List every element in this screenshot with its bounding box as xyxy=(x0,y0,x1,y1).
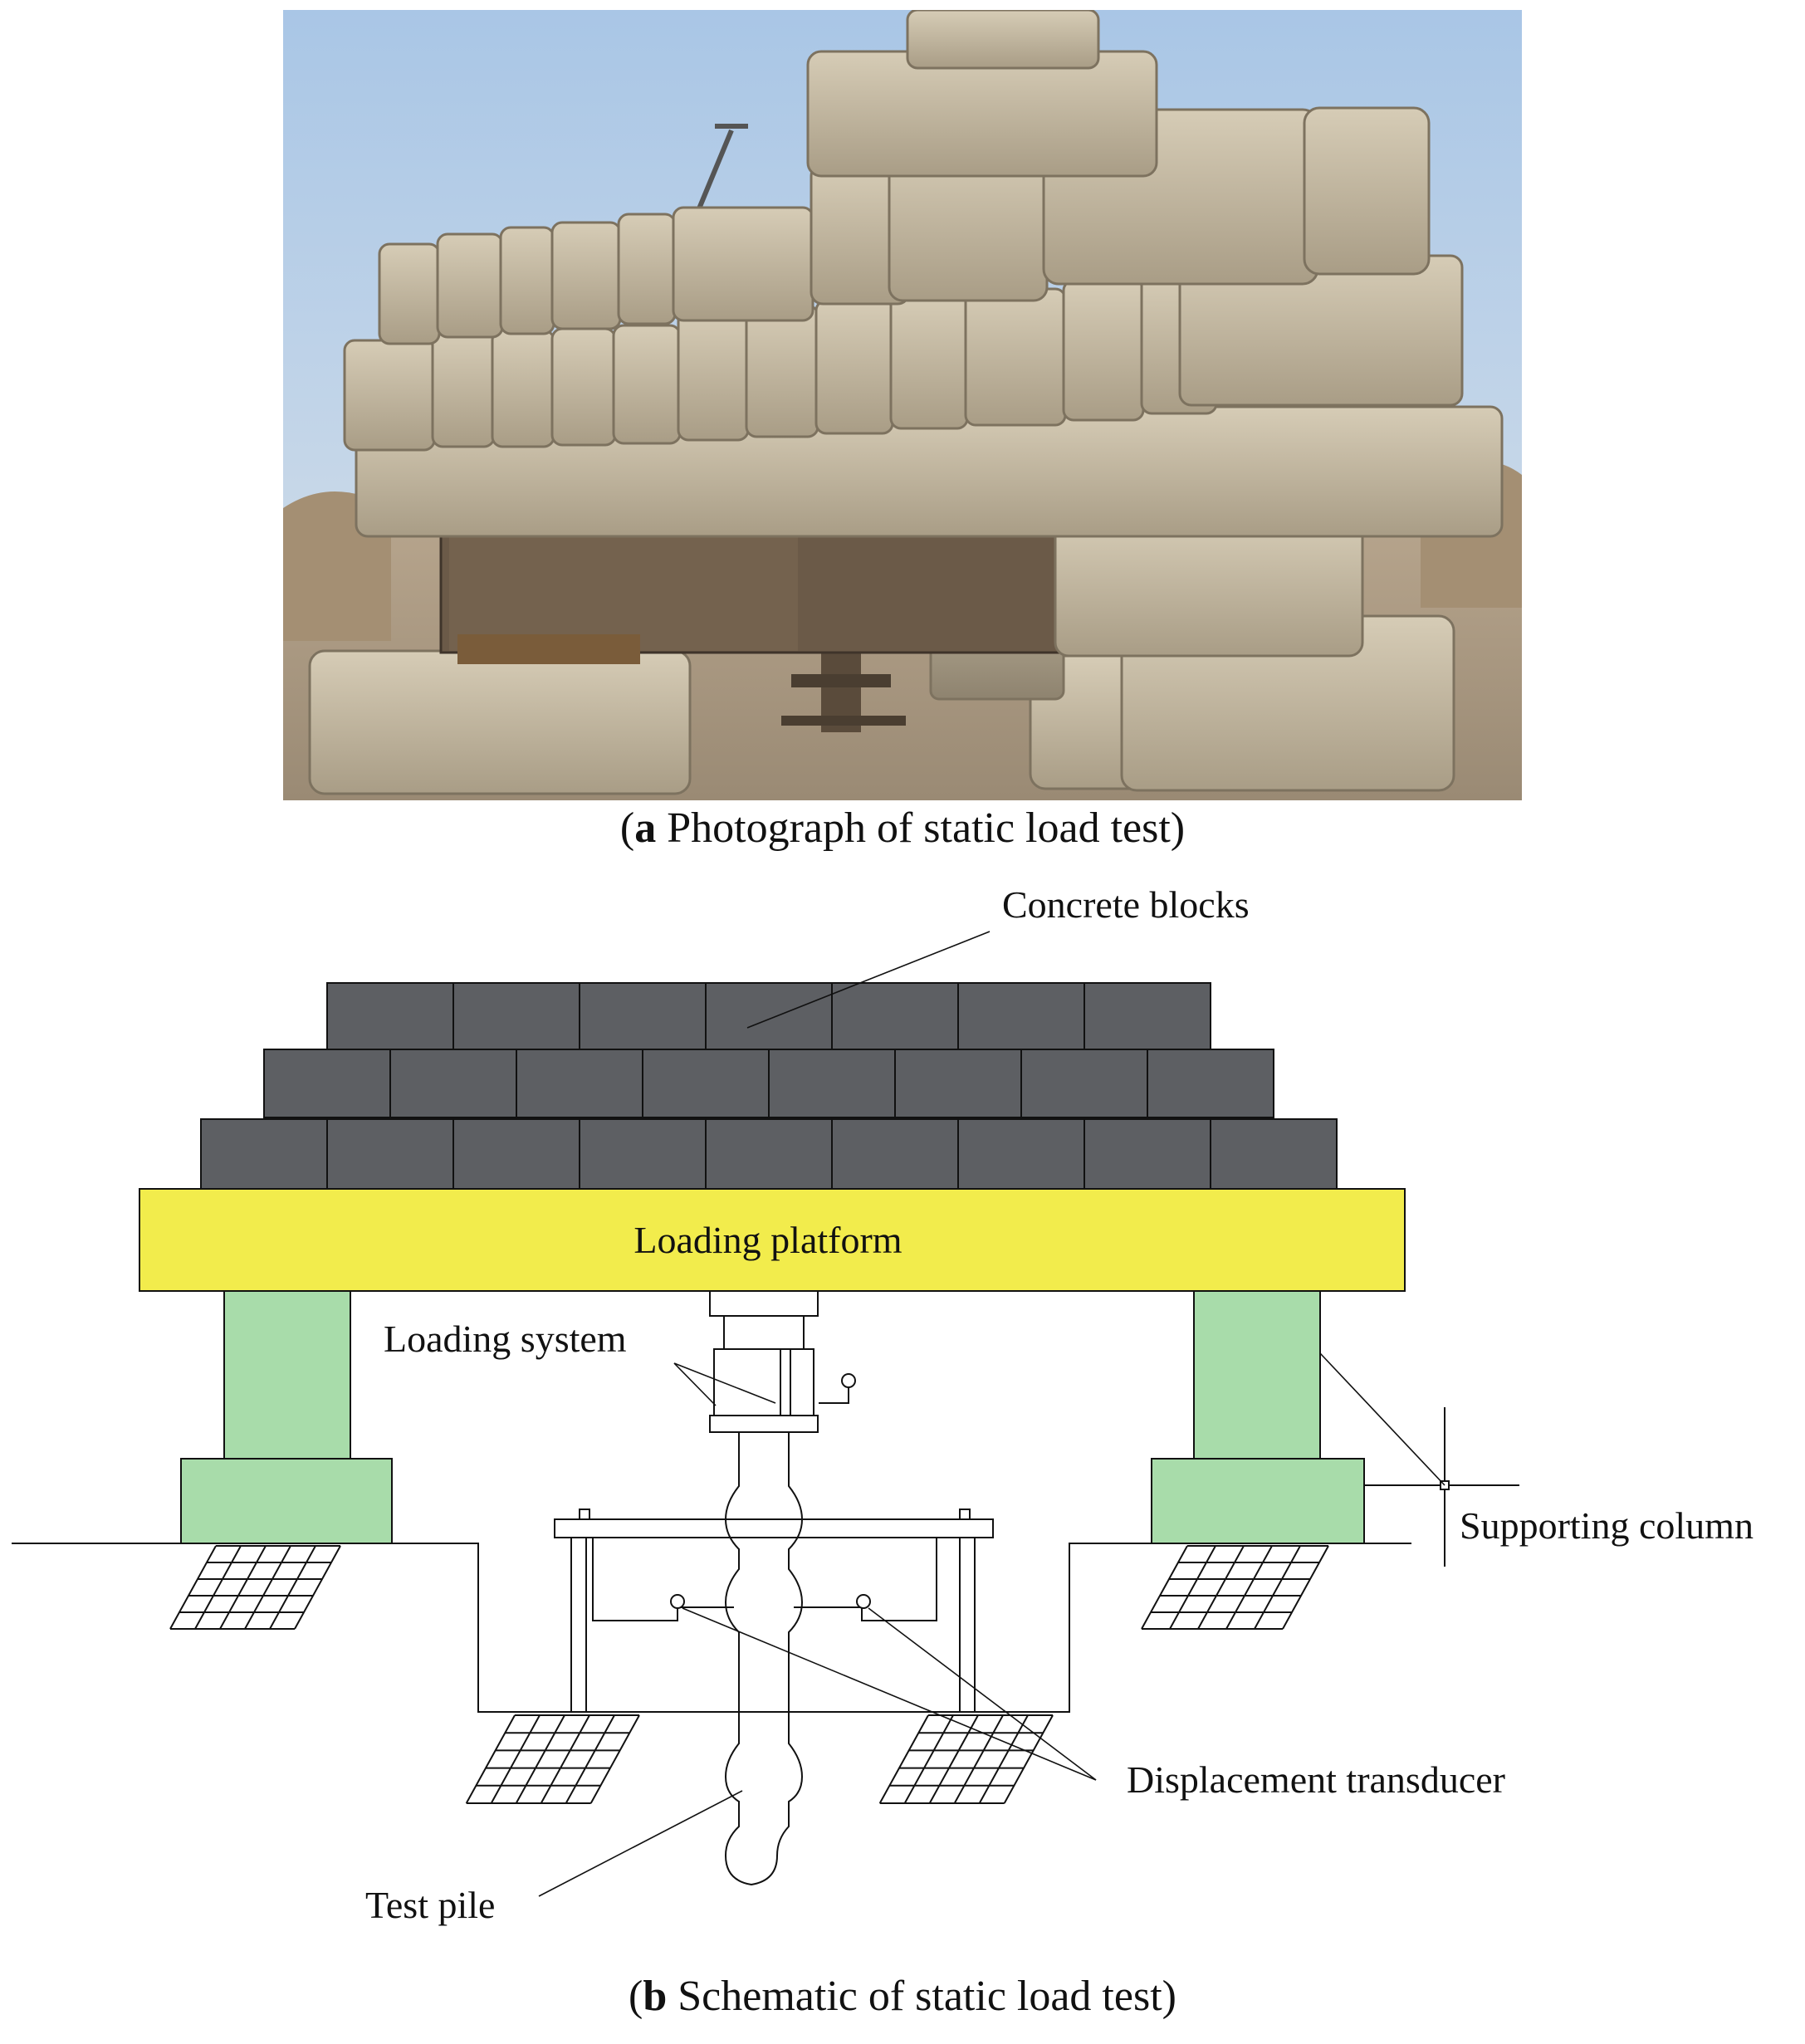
concrete-block xyxy=(768,1049,896,1118)
soil-hatch-patch xyxy=(169,1545,341,1630)
supporting-column-left xyxy=(223,1290,351,1460)
concrete-block xyxy=(1083,982,1211,1052)
concrete-block xyxy=(326,982,454,1052)
caption-b: (b Schematic of static load test) xyxy=(629,1973,1176,2020)
reference-frame xyxy=(554,1509,994,1713)
concrete-block xyxy=(579,1118,707,1190)
test-pile xyxy=(724,1432,804,1886)
supporting-column-label: Supporting column xyxy=(1460,1504,1754,1547)
concrete-block xyxy=(1210,1118,1338,1190)
loading-system-label: Loading system xyxy=(384,1318,627,1360)
concrete-block xyxy=(705,982,833,1052)
caption-b-text: Schematic of static load test xyxy=(667,1973,1162,2020)
supporting-column-right-base xyxy=(1151,1458,1365,1544)
loading-platform-label: Loading platform xyxy=(633,1219,902,1261)
concrete-block xyxy=(579,982,707,1052)
caption-a-text: Photograph of static load test xyxy=(656,804,1171,852)
concrete-block xyxy=(389,1049,517,1118)
concrete-block xyxy=(894,1049,1022,1118)
loading-system xyxy=(709,1290,856,1433)
caption-a: (a Photograph of static load test) xyxy=(619,804,1186,852)
static-load-test-schematic: Loading platform xyxy=(12,883,1754,1926)
concrete-block xyxy=(516,1049,643,1118)
concrete-blocks xyxy=(200,982,1338,1190)
test-pile-label: Test pile xyxy=(365,1884,495,1926)
concrete-block xyxy=(705,1118,833,1190)
supporting-column-right xyxy=(1193,1290,1321,1460)
caption-b-letter: b xyxy=(643,1973,668,2020)
displacement-transducer-left xyxy=(670,1594,685,1609)
concrete-block xyxy=(831,982,959,1052)
ground-line xyxy=(12,1543,1152,1713)
concrete-block xyxy=(642,1049,770,1118)
soil-hatching xyxy=(169,1545,1329,1804)
loading-platform xyxy=(139,1188,1406,1292)
concrete-block xyxy=(831,1118,959,1190)
concrete-block xyxy=(1147,1049,1274,1118)
support-block-left xyxy=(308,649,692,795)
soil-hatch-patch xyxy=(1141,1545,1329,1630)
concrete-block xyxy=(957,982,1085,1052)
concrete-blocks-label: Concrete blocks xyxy=(1002,883,1250,926)
concrete-block xyxy=(326,1118,454,1190)
concrete-block xyxy=(200,1118,328,1190)
soil-hatch-patch xyxy=(465,1714,640,1804)
supporting-column-left-base xyxy=(180,1458,393,1544)
concrete-block xyxy=(263,1049,391,1118)
concrete-block xyxy=(1020,1049,1148,1118)
soil-hatch-patch xyxy=(878,1714,1054,1804)
leader-lines xyxy=(538,931,1445,1897)
caption-a-letter: a xyxy=(634,804,657,852)
concrete-block xyxy=(452,982,580,1052)
displacement-transducer-label: Displacement transducer xyxy=(1127,1758,1505,1801)
concrete-block xyxy=(957,1118,1085,1190)
static-load-test-photo xyxy=(283,10,1522,800)
concrete-block xyxy=(1083,1118,1211,1190)
concrete-block xyxy=(452,1118,580,1190)
displacement-transducer-right xyxy=(856,1594,871,1609)
